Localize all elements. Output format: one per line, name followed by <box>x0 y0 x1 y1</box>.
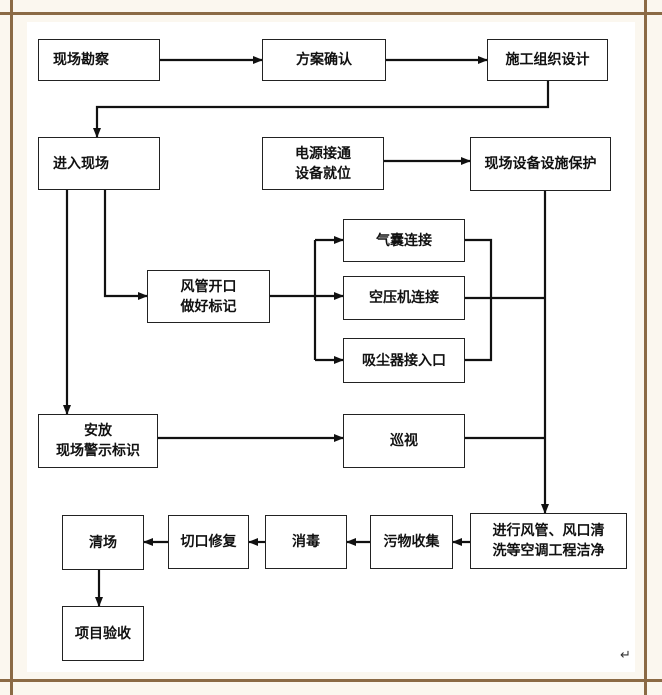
node-vacuum-label: 吸尘器接入口 <box>362 352 446 369</box>
node-vacuum: 吸尘器接入口 <box>343 338 465 383</box>
frame-right-line <box>644 0 647 695</box>
node-repair: 切口修复 <box>168 515 249 569</box>
node-warning-label: 安放 现场警示标识 <box>56 423 140 459</box>
node-disinfect: 消毒 <box>265 515 347 569</box>
node-clean: 进行风管、风口清 洗等空调工程洁净 <box>470 513 627 569</box>
frame-left-line <box>10 0 13 695</box>
node-survey-label: 现场勘察 <box>53 52 109 68</box>
node-accept: 项目验收 <box>62 606 144 661</box>
node-design: 施工组织设计 <box>487 39 608 81</box>
node-compressor: 空压机连接 <box>343 276 465 320</box>
node-power: 电源接通 设备就位 <box>262 137 384 190</box>
node-repair-label: 切口修复 <box>180 534 237 550</box>
frame-bottom-line <box>0 679 662 682</box>
node-protect: 现场设备设施保护 <box>470 137 611 191</box>
node-patrol: 巡视 <box>343 414 465 468</box>
node-collect: 污物收集 <box>370 515 453 569</box>
node-enter-label: 进入现场 <box>53 155 109 172</box>
node-protect-label: 现场设备设施保护 <box>484 156 597 172</box>
node-design-label: 施工组织设计 <box>505 52 590 68</box>
node-duct-mark-label: 风管开口 做好标记 <box>180 278 237 315</box>
node-clearsite-label: 清场 <box>89 534 117 551</box>
node-plan-label: 方案确认 <box>296 52 352 68</box>
arrow-enter-duct <box>103 190 148 300</box>
node-power-label: 电源接通 设备就位 <box>295 145 351 182</box>
frame-top-line <box>0 12 662 15</box>
node-survey: 现场勘察 <box>38 39 160 81</box>
node-enter: 进入现场 <box>38 137 160 190</box>
node-warning: 安放 现场警示标识 <box>38 414 158 468</box>
node-collect-label: 污物收集 <box>383 534 440 550</box>
node-plan: 方案确认 <box>262 39 386 81</box>
line-airbag-merge <box>465 238 493 362</box>
return-mark: ↵ <box>620 648 631 663</box>
node-clean-label: 进行风管、风口清 洗等空调工程洁净 <box>492 523 605 559</box>
node-compressor-label: 空压机连接 <box>369 290 439 306</box>
arrow-design-enter <box>93 81 550 138</box>
node-duct-mark: 风管开口 做好标记 <box>147 270 270 323</box>
node-patrol-label: 巡视 <box>390 433 418 449</box>
node-accept-label: 项目验收 <box>75 625 131 642</box>
node-clearsite: 清场 <box>62 515 144 570</box>
node-airbag-label: 气囊连接 <box>376 232 432 249</box>
node-disinfect-label: 消毒 <box>292 534 320 550</box>
node-airbag: 气囊连接 <box>343 219 465 262</box>
